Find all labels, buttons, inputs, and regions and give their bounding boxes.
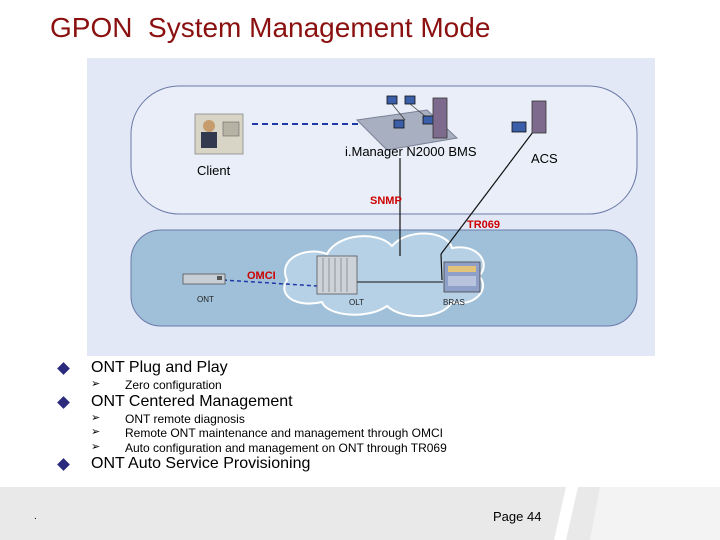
tr069-link-upper (440, 131, 534, 255)
diagram-canvas (130, 85, 638, 327)
bullet-text: ONT Plug and Play (91, 359, 228, 376)
omci-label: OMCI (247, 270, 276, 282)
diamond-bullet-icon (57, 458, 70, 471)
sub-bullet-text: ONT remote diagnosis (125, 412, 245, 426)
sub-bullet-text: Auto configuration and management on ONT… (125, 441, 447, 455)
omci-dashed-link (222, 279, 318, 287)
manager-label: i.Manager N2000 BMS (345, 144, 477, 159)
tr069-label: TR069 (467, 219, 501, 231)
ont-label: ONT (197, 295, 214, 304)
client-person-icon (194, 113, 244, 155)
diamond-bullet-icon (57, 396, 70, 409)
footer-swoosh (0, 487, 720, 540)
page-number: Page 44 (493, 509, 542, 524)
management-panel (130, 85, 638, 215)
snmp-label: SNMP (370, 195, 402, 207)
arrowhead-bullet-icon: ➢ (91, 440, 101, 453)
sub-bullet-text: Zero configuration (125, 378, 222, 392)
acs-label: ACS (531, 151, 558, 166)
client-label: Client (197, 163, 231, 178)
diamond-bullet-icon (57, 362, 70, 375)
footer-bar (0, 487, 720, 540)
bras-device-icon (443, 261, 481, 293)
slide-title: GPON System Management Mode (50, 12, 491, 43)
tr069-link-lower (440, 253, 443, 281)
manager-computer-icon (386, 95, 448, 139)
ont-device-icon (182, 273, 226, 285)
arrowhead-bullet-icon: ➢ (91, 425, 101, 438)
olt-device-icon (316, 255, 358, 295)
olt-label: OLT (349, 298, 364, 307)
arrowhead-bullet-icon: ➢ (91, 411, 101, 424)
bullet-text: ONT Auto Service Provisioning (91, 455, 311, 472)
arrowhead-bullet-icon: ➢ (91, 377, 101, 390)
management-diagram: i.Manager N2000 BMS ACS Client SNMP TR06… (87, 58, 655, 356)
acs-server-icon (511, 100, 547, 134)
bullet-text: ONT Centered Management (91, 393, 293, 410)
sub-bullet-text: Remote ONT maintenance and management th… (125, 426, 443, 440)
footer-mark: . (34, 511, 37, 522)
bras-label: BRAS (443, 298, 465, 307)
